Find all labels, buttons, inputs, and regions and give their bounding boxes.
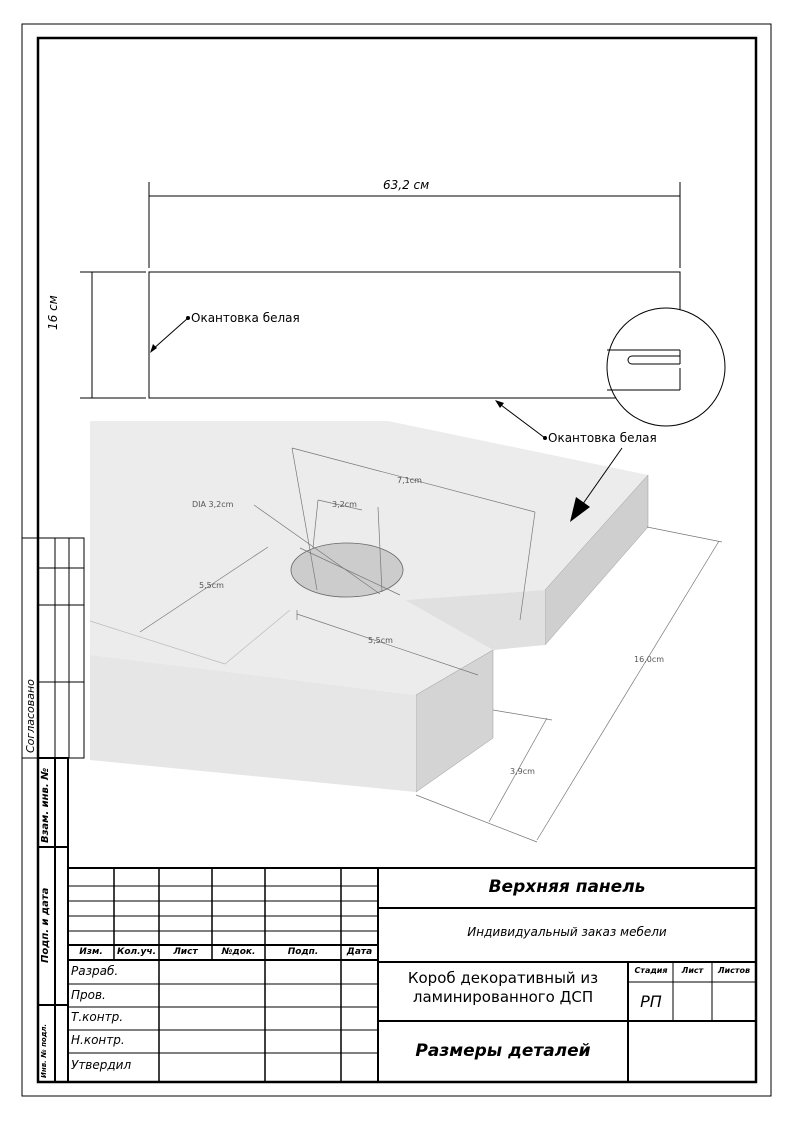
- dim-5-5-bottom: 5,5cm: [368, 636, 393, 645]
- col-data: Дата: [346, 947, 373, 957]
- stage-value: РП: [640, 992, 662, 1011]
- col-kolych: Кол.уч.: [116, 947, 156, 957]
- col-podp: Подп.: [287, 947, 319, 957]
- dim-3-2: 3,2cm: [332, 500, 357, 509]
- edge-label-left: Окантовка белая: [191, 311, 300, 325]
- col-izm: Изм.: [79, 947, 103, 957]
- col-ndok: №док.: [221, 947, 256, 957]
- dim-16: 16,0cm: [634, 655, 665, 664]
- title: Верхняя панель: [488, 877, 646, 897]
- width-dimension-label: 63,2 см: [383, 178, 430, 192]
- sheet-label: Лист: [681, 966, 704, 975]
- detail-3d: [89, 421, 723, 843]
- dim-5-5-left: 5,5cm: [199, 581, 224, 590]
- col-list: Лист: [173, 947, 198, 957]
- role-tkontr: Т.контр.: [71, 1010, 124, 1024]
- stamp-soglasovano: Согласовано: [24, 679, 37, 753]
- stamp-podp-data: Подп. и дата: [40, 887, 51, 963]
- dim-3-9: 3,9cm: [510, 767, 535, 776]
- title-block: [67, 867, 757, 1083]
- sheet-name: Размеры деталей: [415, 1041, 591, 1061]
- stage-label: Стадия: [634, 966, 668, 975]
- sheets-label: Листов: [717, 966, 751, 975]
- role-razrab: Разраб.: [71, 964, 119, 978]
- side-stamp: [21, 537, 85, 1083]
- stamp-vzam: Взам. инв. №: [40, 767, 51, 843]
- edge-label-bottom: Окантовка белая: [548, 431, 657, 445]
- role-prov: Пров.: [71, 988, 106, 1002]
- panel-drawing: [80, 182, 681, 440]
- subtitle: Индивидуальный заказ мебели: [467, 925, 667, 939]
- product-name: Короб декоративный из ламинированного ДС…: [407, 969, 599, 1006]
- dim-dia: DIA 3,2cm: [192, 500, 234, 509]
- panel-outline: [148, 271, 681, 399]
- magnifier: [570, 307, 726, 522]
- role-nkontr: Н.контр.: [71, 1033, 125, 1047]
- height-dimension-label: 16 см: [46, 295, 60, 330]
- role-utverdil: Утвердил: [71, 1058, 132, 1072]
- dim-7-1: 7,1cm: [397, 476, 422, 485]
- stamp-inv-podl: Инв. № подл.: [40, 1023, 48, 1078]
